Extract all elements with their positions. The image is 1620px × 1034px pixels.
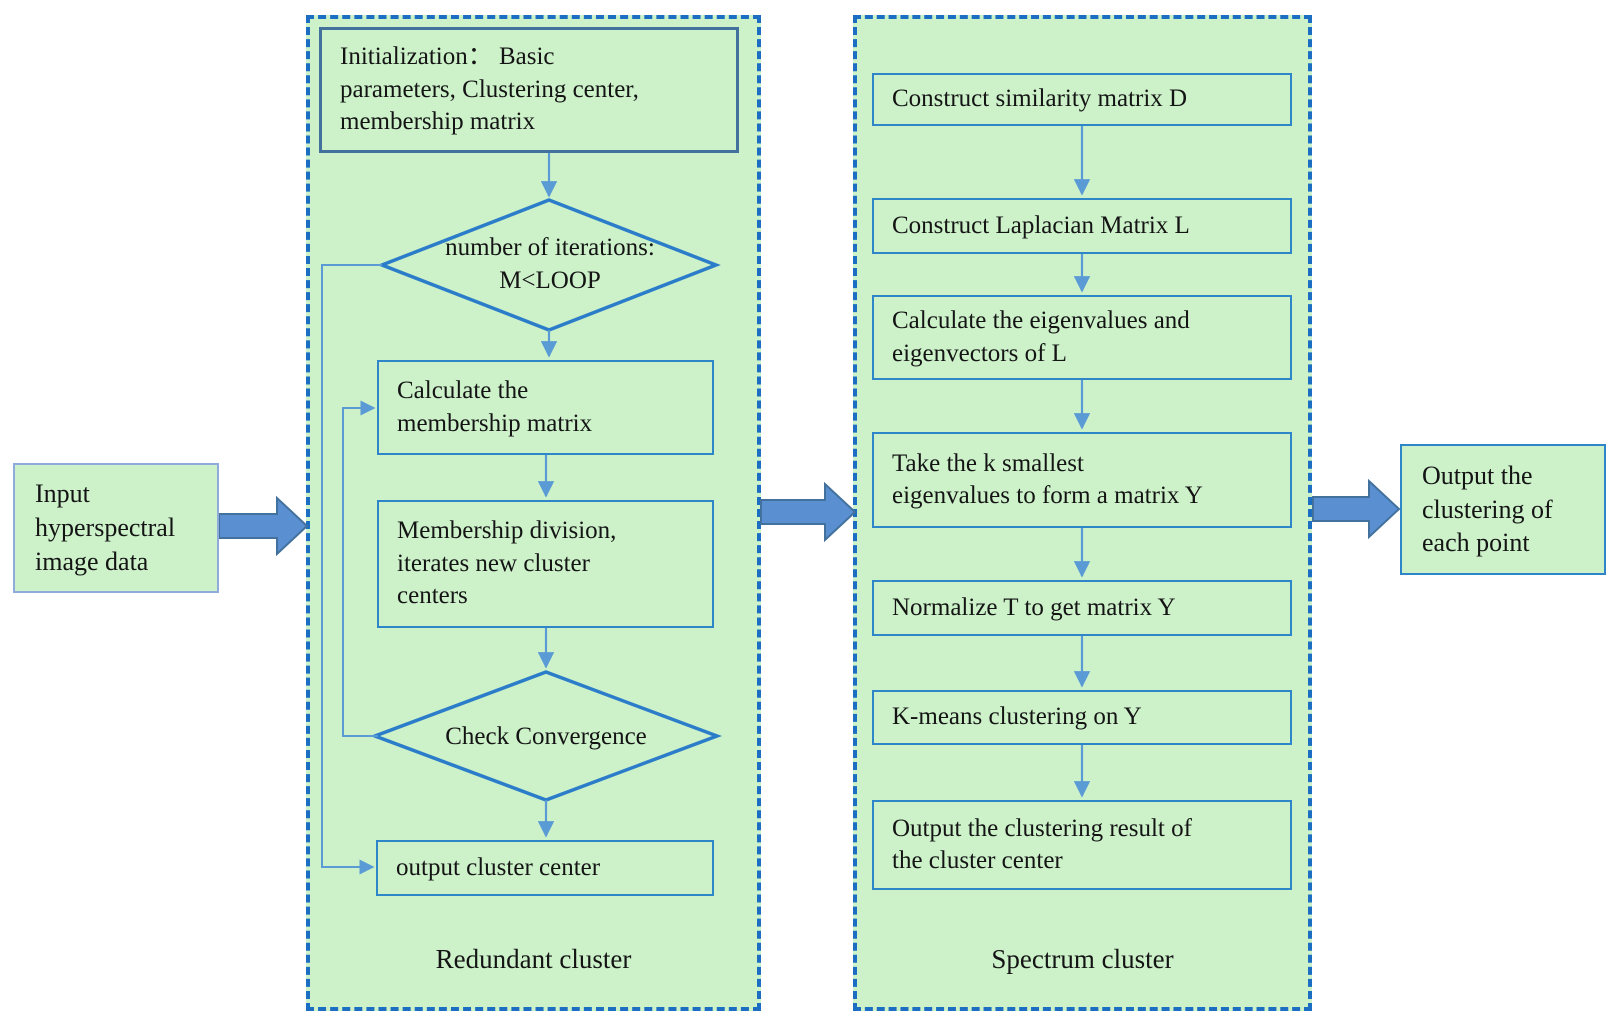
calculate-membership-box: Calculate the membership matrix (377, 360, 714, 455)
input-data-text: Input hyperspectral image data (35, 479, 176, 576)
output-result-box: Output the clustering of each point (1400, 444, 1606, 575)
spectrum-step-3-text: Calculate the eigenvalues and eigenvecto… (892, 307, 1190, 367)
initialization-text: Initialization： Basic parameters, Cluste… (340, 43, 639, 136)
output-cluster-center-box: output cluster center (376, 840, 714, 896)
spectrum-step-1-box: Construct similarity matrix D (872, 73, 1292, 126)
input-data-box: Input hyperspectral image data (13, 463, 219, 593)
iterations-diamond-label: number of iterations: M<LOOP (445, 234, 655, 294)
spectrum-step-3-box: Calculate the eigenvalues and eigenvecto… (872, 295, 1292, 380)
spectrum-step-6-box: K-means clustering on Y (872, 690, 1292, 745)
initialization-box: Initialization： Basic parameters, Cluste… (319, 27, 739, 153)
output-result-text: Output the clustering of each point (1422, 460, 1553, 558)
spectrum-step-4-box: Take the k smallest eigenvalues to form … (872, 432, 1292, 528)
spectrum-step-7-text: Output the clustering result of the clus… (892, 814, 1192, 875)
spectrum-step-5-box: Normalize T to get matrix Y (872, 580, 1292, 636)
spectrum-step-4-text: Take the k smallest eigenvalues to form … (892, 449, 1203, 510)
spectrum-step-2-box: Construct Laplacian Matrix L (872, 198, 1292, 254)
spectrum-step-5-text: Normalize T to get matrix Y (892, 593, 1176, 621)
convergence-diamond-label: Check Convergence (445, 723, 647, 750)
calculate-membership-text: Calculate the membership matrix (397, 377, 593, 437)
redundant-cluster-label: Redundant cluster (435, 944, 632, 974)
spectrum-cluster-label: Spectrum cluster (991, 944, 1174, 974)
output-cluster-center-text: output cluster center (396, 853, 601, 881)
spectrum-step-7-box: Output the clustering result of the clus… (872, 800, 1292, 890)
block-arrow-input-to-redundant (218, 495, 309, 557)
spectrum-step-6-text: K-means clustering on Y (892, 703, 1142, 731)
membership-division-text: Membership division, iterates new cluste… (397, 517, 617, 610)
membership-division-box: Membership division, iterates new cluste… (377, 500, 714, 628)
spectrum-step-1-text: Construct similarity matrix D (892, 85, 1188, 113)
block-arrow-spectrum-to-output (1312, 478, 1401, 540)
spectrum-step-2-text: Construct Laplacian Matrix L (892, 211, 1190, 239)
block-arrow-redundant-to-spectrum (760, 481, 857, 543)
